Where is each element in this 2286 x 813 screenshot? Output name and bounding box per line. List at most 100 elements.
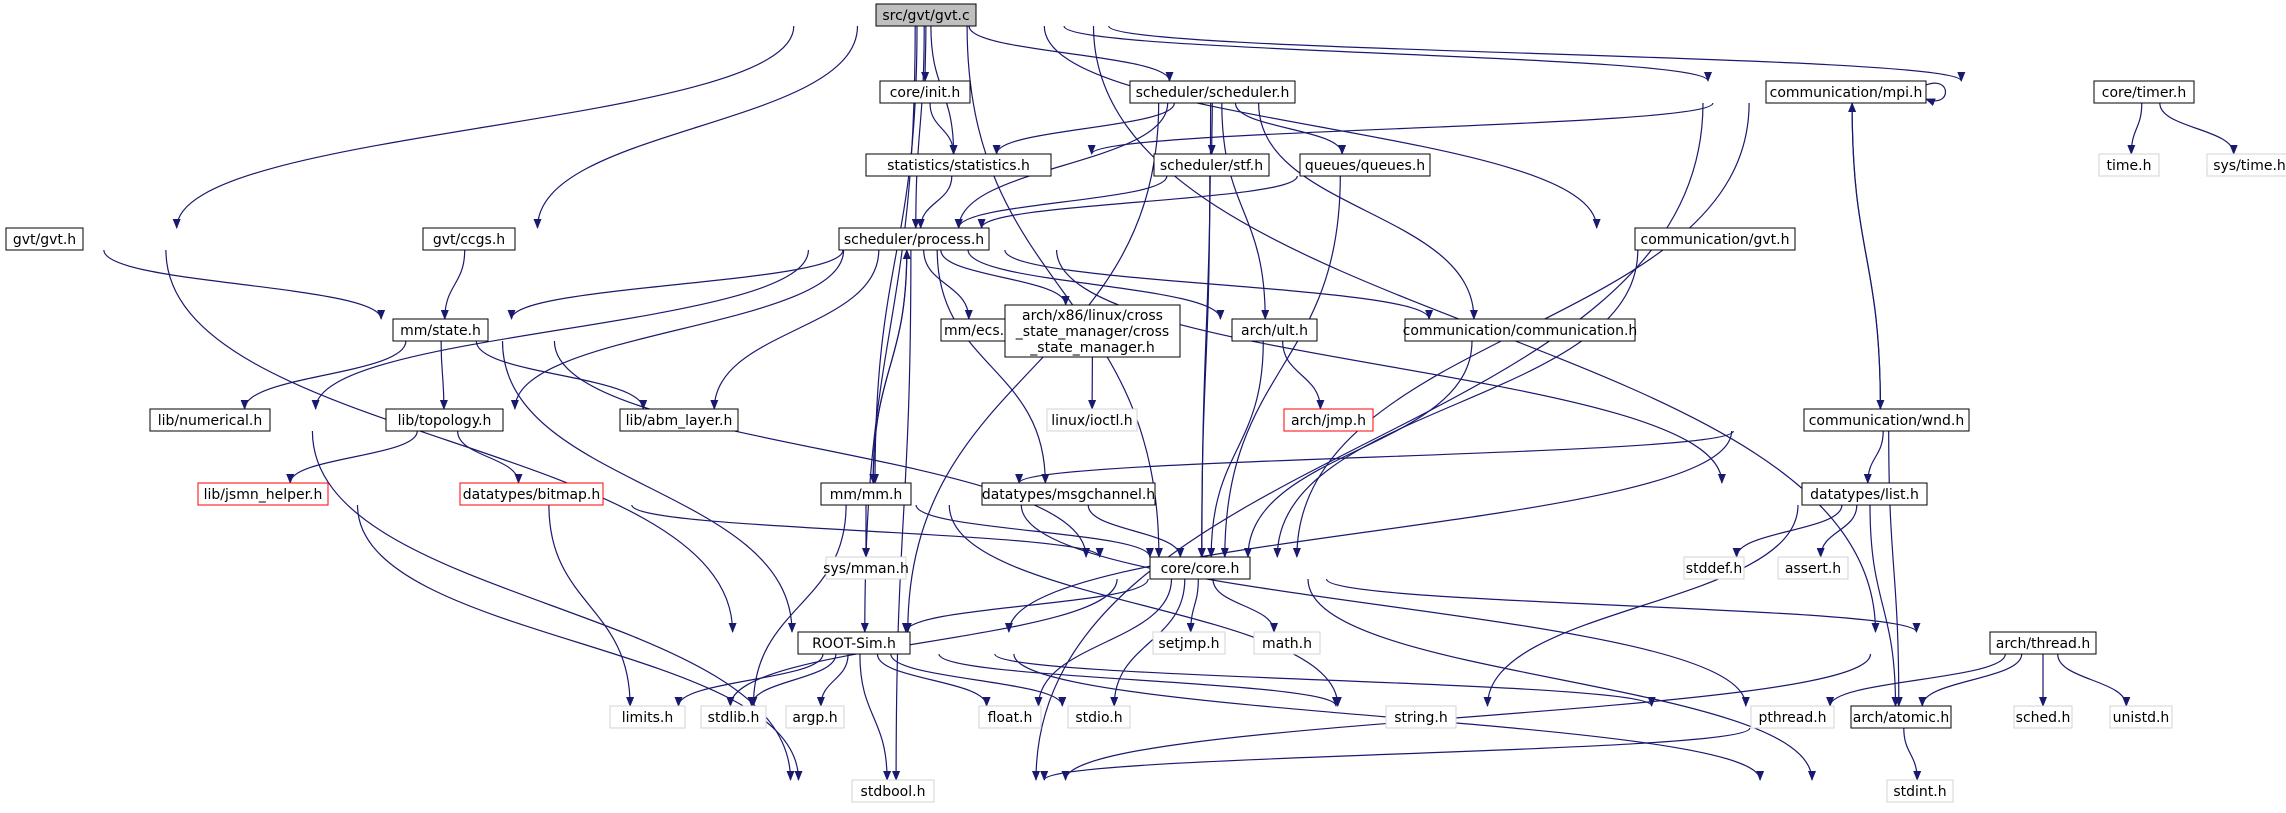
node-box (2098, 153, 2160, 177)
node-label: unistd.h (2113, 710, 2170, 726)
node-core_timer[interactable]: core/timer.h (2093, 80, 2195, 104)
node-lib_abm[interactable]: lib/abm_layer.h (619, 408, 739, 432)
edge-lib_topo-to-dt_bitmap (457, 430, 523, 484)
node-label: sched.h (2016, 710, 2071, 726)
node-stdbool: stdbool.h (851, 779, 935, 803)
edge-arch_thread-to-arch_atomic (1918, 653, 2023, 707)
edge-sched_sched-to-arch_ult (1221, 102, 1270, 320)
node-linux_ioctl: linux/ioctl.h (1046, 408, 1138, 432)
node-comm_wnd[interactable]: communication/wnd.h (1803, 408, 1970, 432)
edge-sched_sched-to-sched_stf (1207, 102, 1216, 155)
edge-sched_proc-to-stdbool (892, 249, 912, 781)
edge-sched_proc-to-csm (940, 249, 1070, 306)
node-lib_topo[interactable]: lib/topology.h (385, 408, 504, 432)
node-label: mm/mm.h (830, 487, 903, 503)
node-core_core[interactable]: core/core.h (1149, 556, 1251, 580)
node-label: gvt/ccgs.h (433, 232, 505, 248)
node-string_h: string.h (1385, 705, 1457, 729)
node-gvt_c[interactable]: src/gvt/gvt.c (875, 3, 977, 27)
node-argp: argp.h (785, 705, 845, 729)
node-label: communication/wnd.h (1809, 413, 1965, 429)
edge-gvt_c-to-gvt_gvt_h (172, 25, 795, 229)
node-box (1046, 408, 1138, 432)
edge-mm_state-to-core_core (553, 340, 1091, 558)
node-box (1231, 318, 1318, 342)
node-box (1634, 227, 1796, 251)
edge-mm_mm-to-stdlib (749, 504, 847, 707)
node-sched_sched[interactable]: scheduler/scheduler.h (1129, 80, 1296, 104)
node-label: scheduler/process.h (844, 232, 984, 248)
edge-comm_wnd-to-comm_mpi (1848, 102, 1881, 410)
node-label: arch/ult.h (1241, 323, 1308, 339)
edge-gvt_c-to-root_sim (860, 25, 916, 633)
node-mm_mm[interactable]: mm/mm.h (820, 482, 912, 506)
node-arch_atomic[interactable]: arch/atomic.h (1850, 705, 1952, 729)
node-box (825, 556, 907, 580)
edge-mm_mm-to-arch_atomic (1020, 504, 1750, 707)
node-dt_msgch[interactable]: datatypes/msgchannel.h (981, 482, 1156, 506)
edge-gvt_ccgs-to-mm_state (440, 249, 466, 320)
node-box (2013, 705, 2073, 729)
node-label: lib/jsmn_helper.h (204, 487, 323, 503)
node-sys_mman: sys/mman.h (823, 556, 909, 580)
node-gvt_gvt_h[interactable]: gvt/gvt.h (5, 227, 84, 251)
node-stats[interactable]: statistics/statistics.h (865, 153, 1052, 177)
node-box (875, 3, 977, 27)
edge-sched_sched-to-sched_proc (954, 102, 1169, 229)
node-label: core/init.h (890, 85, 961, 101)
edge-lib_jsmn-to-stdbool (356, 504, 803, 781)
node-box (1886, 779, 1954, 803)
node-label: scheduler/stf.h (1160, 158, 1263, 174)
edge-gvt_c-to-core_init (921, 25, 930, 82)
node-comm_mpi[interactable]: communication/mpi.h (1765, 80, 1927, 104)
node-label: pthread.h (1758, 710, 1826, 726)
edge-sched_sched-to-queues (1234, 102, 1347, 155)
node-core_init[interactable]: core/init.h (879, 80, 971, 104)
edge-dt_list-to-arch_atomic (1869, 504, 1900, 707)
node-mm_state[interactable]: mm/state.h (392, 318, 489, 342)
edge-arch_atomic-to-stdint (1903, 727, 1922, 781)
edge-dt_list-to-stddef (1732, 504, 1843, 558)
node-box (1850, 705, 1952, 729)
edge-comm_mpi-to-stats (1087, 102, 1714, 155)
node-lib_num[interactable]: lib/numerical.h (149, 408, 271, 432)
node-label: datatypes/bitmap.h (463, 487, 601, 503)
node-arch_thread[interactable]: arch/thread.h (1989, 631, 2097, 655)
node-sched_stf[interactable]: scheduler/stf.h (1153, 153, 1270, 177)
node-box (1765, 80, 1927, 104)
node-box (1253, 631, 1321, 655)
node-lib_jsmn[interactable]: lib/jsmn_helper.h (197, 482, 329, 506)
node-comm_comm[interactable]: communication/communication.h (1403, 318, 1638, 342)
edge-dt_list-to-string_h (1483, 504, 1799, 707)
edge-core_init-to-stats (929, 102, 958, 155)
edge-gvt_gvt_h-to-mm_state (103, 249, 386, 320)
node-sched_proc[interactable]: scheduler/process.h (838, 227, 990, 251)
edge-sched_proc-to-dt_list (1056, 249, 1726, 484)
edge-root_sim-to-limits (674, 653, 824, 707)
node-box (700, 705, 767, 729)
node-csm[interactable]: arch/x86/linux/cross_state_manager/cross… (1004, 304, 1181, 358)
node-label: string.h (1394, 710, 1448, 726)
node-box (1750, 705, 1835, 729)
edge-queues-to-sched_proc (977, 175, 1298, 229)
node-queues[interactable]: queues/queues.h (1299, 153, 1431, 177)
node-dt_list[interactable]: datatypes/list.h (1801, 482, 1928, 506)
node-comm_gvt[interactable]: communication/gvt.h (1634, 227, 1796, 251)
edge-core_timer-to-systime (2159, 102, 2238, 155)
edge-sched_proc-to-comm_comm (1004, 249, 1433, 320)
edge-comm_gvt-to-core_core (1273, 249, 1639, 558)
edge-sched_sched-to-comm_comm (1258, 102, 1478, 320)
node-arch_ult[interactable]: arch/ult.h (1231, 318, 1318, 342)
node-box (797, 631, 911, 655)
node-gvt_ccgs[interactable]: gvt/ccgs.h (422, 227, 516, 251)
edge-sched_proc-to-dt_msgch (936, 249, 1050, 484)
edge-dt_msgch-to-core_core (1087, 504, 1185, 558)
node-assert_h: assert.h (1777, 556, 1849, 580)
edge-sched_sched-to-root_sim (903, 102, 1160, 633)
edge-dt_bitmap-to-limits (548, 504, 635, 707)
node-root_sim[interactable]: ROOT-Sim.h (797, 631, 911, 655)
node-dt_bitmap[interactable]: datatypes/bitmap.h (459, 482, 604, 506)
node-mm_ecs[interactable]: mm/ecs.h (940, 318, 1017, 342)
node-arch_jmp[interactable]: arch/jmp.h (1283, 408, 1374, 432)
